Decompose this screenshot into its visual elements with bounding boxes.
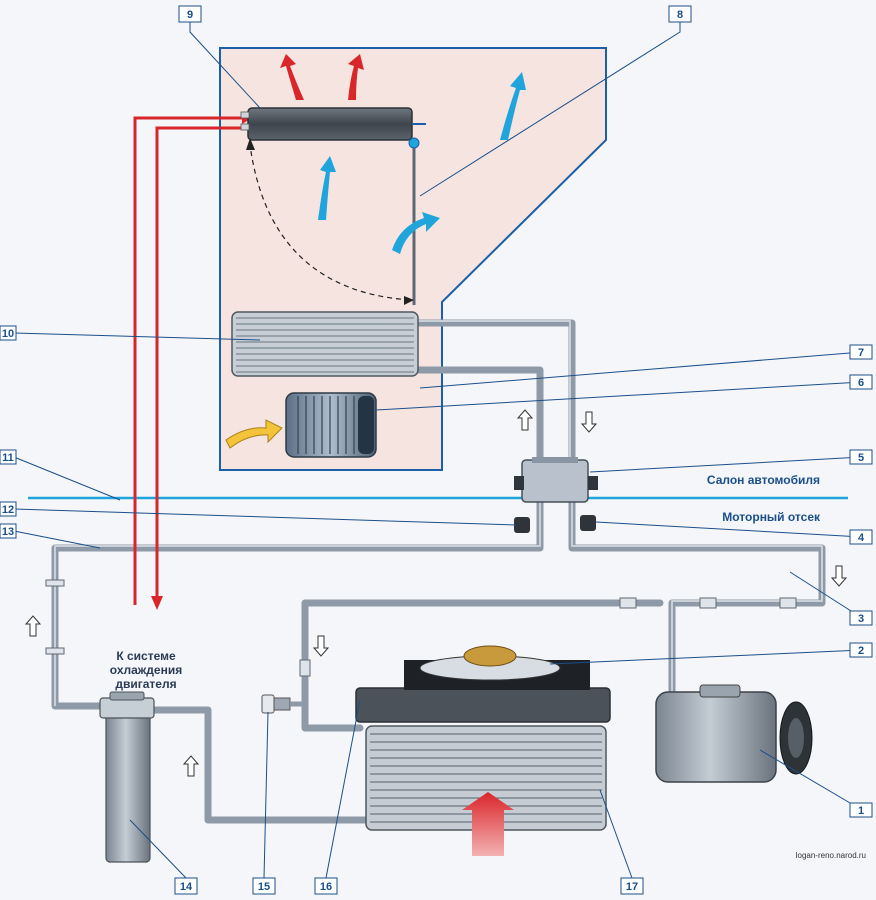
callout-5-text: 5 (858, 452, 864, 464)
salon-label: Салон автомобиля (707, 473, 820, 487)
callout-11: 11 (0, 449, 17, 465)
callout-2: 2 (849, 642, 873, 658)
flap-travel-arc (249, 144, 411, 301)
callout-11-text: 11 (2, 452, 14, 464)
engine-bay-label: Моторный отсек (722, 510, 821, 524)
callout-13: 13 (0, 523, 17, 539)
callout-5: 5 (849, 449, 873, 465)
condenser-fan (404, 645, 590, 690)
callout-6-text: 6 (858, 377, 864, 389)
callout-2-text: 2 (858, 645, 864, 657)
callout-14: 14 (174, 877, 198, 895)
callout-9: 9 (178, 5, 202, 23)
cooling-system-label-line1: К системе (116, 649, 176, 663)
callout-7-text: 7 (858, 347, 864, 359)
callout-3: 3 (849, 610, 873, 626)
service-valve-high (580, 515, 596, 531)
flow-arrows (24, 409, 848, 777)
callout-13-text: 13 (2, 526, 14, 538)
condenser (355, 687, 611, 831)
callout-7: 7 (849, 344, 873, 360)
callout-15: 15 (252, 877, 276, 895)
evaporator (231, 311, 419, 377)
callout-10: 10 (0, 325, 17, 341)
callout-14-text: 14 (180, 881, 193, 893)
callout-3-text: 3 (858, 613, 864, 625)
callout-8: 8 (668, 5, 692, 23)
pipe-fittings (45, 579, 797, 677)
callout-9-text: 9 (187, 9, 193, 21)
intake-air-arrow (225, 419, 283, 449)
coolant-arrow-down (151, 596, 163, 610)
callout-12: 12 (0, 501, 17, 517)
expansion-valve (514, 457, 598, 503)
callout-4: 4 (849, 529, 873, 545)
callout-1: 1 (849, 802, 873, 818)
hot-air-arrow (462, 792, 514, 856)
warm-air-arrows (280, 54, 364, 100)
coolant-pipes (133, 116, 248, 605)
cooling-system-label-line3: двигателя (115, 677, 176, 691)
pipe-highlights (54, 320, 823, 706)
callout-8-text: 8 (677, 9, 683, 21)
callout-17: 17 (620, 877, 644, 895)
pressure-sensor (261, 694, 305, 714)
cooling-system-label-line2: охлаждения (110, 663, 182, 677)
callout-12-text: 12 (2, 504, 14, 516)
heater-core (247, 107, 413, 141)
cool-air-arrows (318, 72, 526, 254)
callout-1-text: 1 (858, 805, 864, 817)
callout-4-text: 4 (858, 532, 865, 544)
compressor (655, 684, 813, 783)
receiver-drier (99, 691, 155, 863)
callout-10-text: 10 (2, 328, 14, 340)
callout-6: 6 (849, 374, 873, 390)
watermark: logan-reno.narod.ru (796, 851, 866, 860)
callout-15-text: 15 (258, 881, 270, 893)
service-valve-low (514, 517, 530, 533)
callout-16-text: 16 (320, 881, 332, 893)
callout-17-text: 17 (626, 881, 638, 893)
callout-16: 16 (314, 877, 338, 895)
blower-fan (285, 392, 377, 458)
leader-lines (13, 22, 863, 879)
